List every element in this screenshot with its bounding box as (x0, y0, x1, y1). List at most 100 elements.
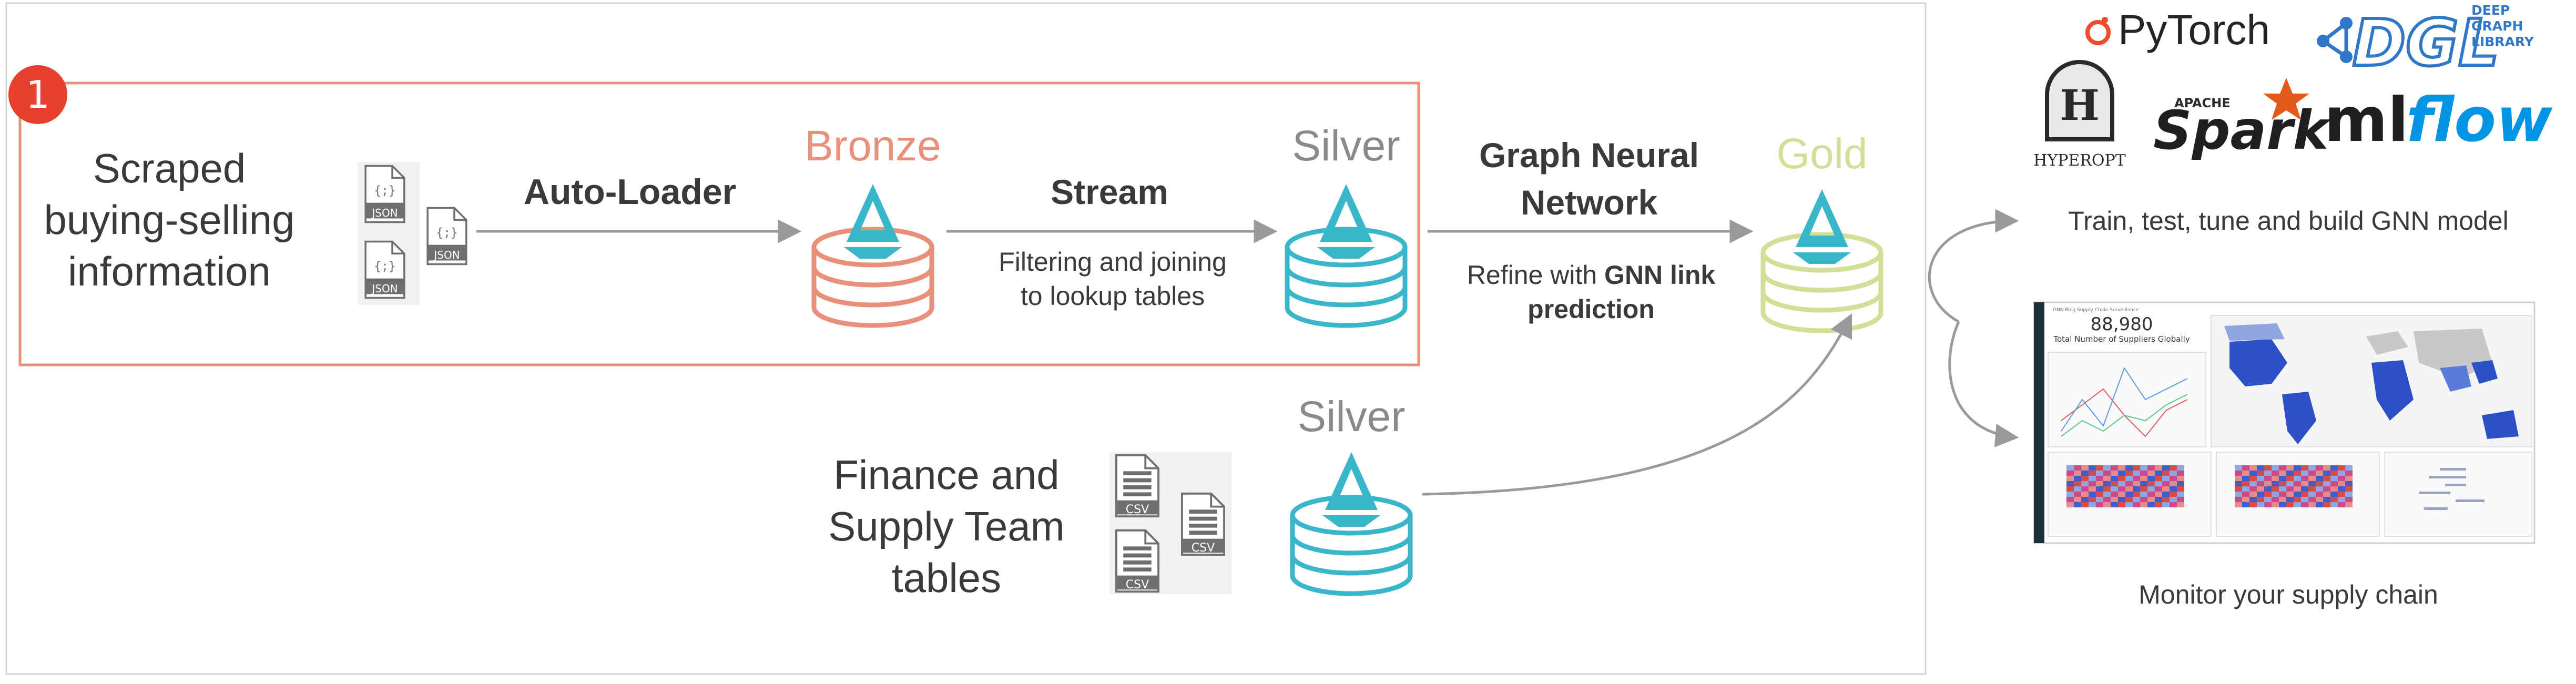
heatmap-cell (2249, 486, 2257, 492)
heatmap-cell (2155, 492, 2162, 497)
heatmap-cell (2103, 465, 2111, 471)
heatmap-cell (2286, 486, 2294, 492)
heatmap-cell (2338, 481, 2345, 486)
dgl-subtitle-line: LIBRARY (2471, 34, 2534, 49)
heatmap-cell (2125, 497, 2133, 502)
csv-file-tag: CSV (1126, 503, 1149, 516)
arrow-silver-to-gold (1422, 313, 1852, 496)
heatmap-cell (2301, 465, 2308, 471)
heatmap-cell (2249, 465, 2257, 471)
dashboard-line-series (2061, 366, 2188, 432)
heatmap-cell (2301, 497, 2308, 502)
heatmap-cell (2089, 481, 2096, 486)
heatmap-cell (2264, 486, 2272, 492)
heatmap-cell (2264, 476, 2272, 481)
heatmap-cell (2177, 486, 2184, 492)
heatmap-cell (2308, 497, 2316, 502)
edge-gnn-label: Graph Neural Network (1479, 136, 1699, 222)
heatmap-cell (2301, 476, 2308, 481)
heatmap-cell (2345, 481, 2353, 486)
heatmap-cell (2345, 502, 2353, 507)
mlflow-wordmark-flow: flow (2406, 85, 2553, 156)
hyperopt-tombstone-icon (2045, 60, 2114, 141)
source-finance-line: Supply Team (828, 503, 1065, 549)
dgl-logo: DGL DEEP GRAPH LIBRARY (2317, 3, 2534, 82)
heatmap-cell (2242, 492, 2249, 497)
dashboard-line-series (2061, 394, 2188, 437)
heatmap-cell (2242, 465, 2249, 471)
heatmap-cell (2323, 476, 2330, 481)
heatmap-cell (2140, 502, 2147, 507)
csv-file-tag: CSV (1192, 542, 1215, 555)
heatmap-cell (2133, 476, 2140, 481)
edge-gnn-desc-text: Refine with (1467, 260, 1604, 290)
heatmap-cell (2249, 471, 2257, 476)
heatmap-cell (2125, 492, 2133, 497)
heatmap-cell (2155, 481, 2162, 486)
heatmap-cell (2170, 492, 2177, 497)
mlflow-wordmark-ml: ml (2324, 85, 2409, 156)
heatmap-cell (2316, 465, 2323, 471)
heatmap-cell (2111, 476, 2118, 481)
heatmap-cell (2286, 497, 2294, 502)
heatmap-cell (2286, 502, 2294, 507)
arrow-to-monitor (1948, 321, 2019, 447)
heatmap-cell (2257, 486, 2264, 492)
dashboard-world-map (2224, 323, 2519, 444)
heatmap-cell (2133, 481, 2140, 486)
database-icon (1287, 229, 1405, 325)
dashboard-thumbnail: GNN Blog Supply Chain Surveillance 88,98… (2033, 301, 2536, 544)
heatmap-cell (2242, 502, 2249, 507)
heatmap-cell (2155, 502, 2162, 507)
dashboard-heatmap (2066, 465, 2184, 507)
heatmap-cell (2155, 486, 2162, 492)
heatmap-cell (2345, 476, 2353, 481)
heatmap-cell (2301, 486, 2308, 492)
heatmap-cell (2338, 471, 2345, 476)
heatmap-cell (2338, 465, 2345, 471)
heatmap-cell (2257, 502, 2264, 507)
heatmap-cell (2330, 502, 2338, 507)
dgl-subtitle-line: DEEP (2471, 3, 2510, 18)
heatmap-cell (2323, 497, 2330, 502)
heatmap-cell (2125, 465, 2133, 471)
edge-stream-label: Stream (1051, 172, 1168, 211)
heatmap-cell (2294, 502, 2301, 507)
heatmap-cell (2279, 502, 2286, 507)
heatmap-cell (2089, 497, 2096, 502)
dashboard-title: GNN Blog Supply Chain Surveillance (2053, 308, 2139, 313)
heatmap-cell (2066, 486, 2074, 492)
heatmap-cell (2286, 481, 2294, 486)
dashboard-kpi-label: Total Number of Suppliers Globally (2053, 334, 2190, 344)
spark-wordmark: Spark (2153, 99, 2332, 162)
hyperopt-wordmark: HYPEROPT (2033, 151, 2125, 170)
edge-stream-desc-line: to lookup tables (1021, 281, 1205, 311)
heatmap-cell (2301, 471, 2308, 476)
mlflow-logo: ml flow (2324, 85, 2553, 156)
heatmap-cell (2257, 497, 2264, 502)
heatmap-cell (2323, 471, 2330, 476)
heatmap-cell (2133, 471, 2140, 476)
heatmap-cell (2089, 492, 2096, 497)
heatmap-cell (2096, 465, 2103, 471)
heatmap-cell (2074, 497, 2081, 502)
heatmap-cell (2235, 492, 2242, 497)
heatmap-cell (2147, 502, 2155, 507)
heatmap-cell (2330, 471, 2338, 476)
heatmap-cell (2177, 465, 2184, 471)
heatmap-cell (2264, 471, 2272, 476)
heatmap-cell (2257, 476, 2264, 481)
heatmap-cell (2308, 486, 2316, 492)
heatmap-cell (2338, 486, 2345, 492)
heatmap-cell (2162, 492, 2170, 497)
json-files: JSON JSON JSON (358, 162, 467, 305)
heatmap-cell (2316, 481, 2323, 486)
heatmap-cell (2170, 486, 2177, 492)
heatmap-cell (2111, 471, 2118, 476)
heatmap-cell (2301, 492, 2308, 497)
heatmap-cell (2235, 502, 2242, 507)
highlight-region (18, 81, 1420, 366)
heatmap-cell (2279, 497, 2286, 502)
heatmap-cell (2177, 471, 2184, 476)
heatmap-cell (2074, 502, 2081, 507)
